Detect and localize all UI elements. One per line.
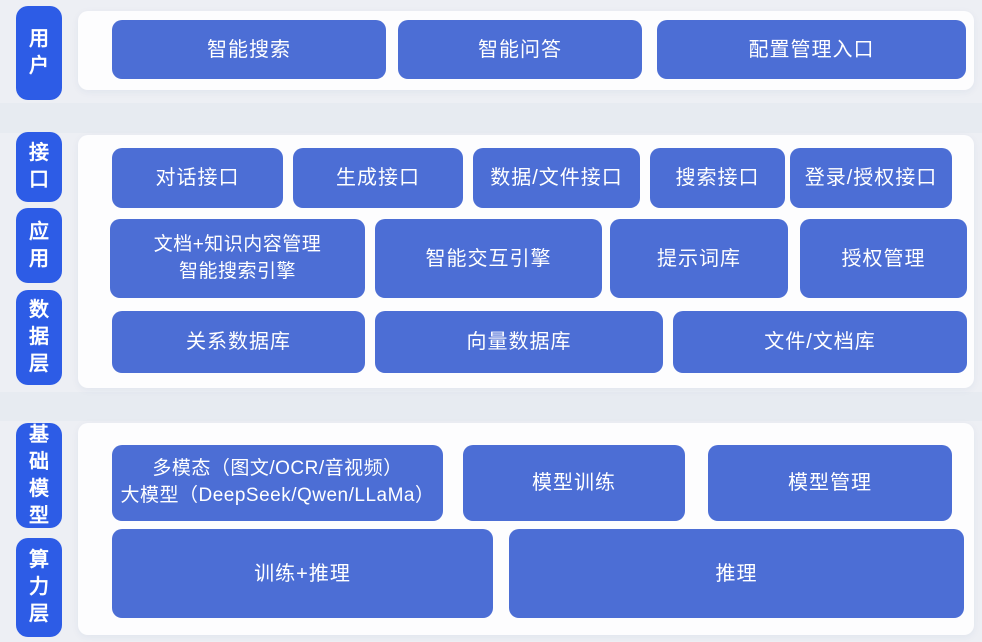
block-model-management: 模型管理 (708, 445, 952, 521)
block-file-doc-store: 文件/文档库 (673, 311, 967, 373)
block-generation-api: 生成接口 (293, 148, 463, 208)
layer-pill-foundation-model-label: 基础模型 (29, 423, 49, 527)
block-vector-db: 向量数据库 (375, 311, 663, 373)
block-intelligent-search: 智能搜索 (112, 20, 386, 79)
section-gap-stripe (0, 103, 982, 133)
block-multimodal-line2: 大模型（DeepSeek/Qwen/LLaMa） (120, 485, 435, 506)
layer-pill-interface: 接口 (16, 132, 62, 202)
block-multimodal-line1: 多模态（图文/OCR/音视频） (152, 458, 403, 480)
layer-pill-application: 应用 (16, 208, 62, 283)
layer-pill-interface-label: 接口 (29, 142, 49, 191)
block-intelligent-qa: 智能问答 (398, 20, 642, 79)
block-data-file-api: 数据/文件接口 (473, 148, 640, 208)
block-doc-knowledge-line1: 文档+知识内容管理 (153, 233, 322, 255)
layer-pill-compute-layer: 算力层 (16, 538, 62, 637)
block-doc-knowledge-line2: 智能搜索引擎 (178, 260, 296, 282)
block-interaction-engine: 智能交互引擎 (375, 219, 602, 298)
layer-pill-foundation-model: 基础模型 (16, 423, 62, 528)
panel-user-layer: 智能搜索 智能问答 配置管理入口 (78, 11, 974, 90)
block-prompt-library: 提示词库 (610, 219, 788, 298)
layer-pill-application-label: 应用 (29, 220, 49, 270)
block-config-management-entry: 配置管理入口 (657, 20, 966, 79)
block-search-api: 搜索接口 (650, 148, 785, 208)
section-gap-stripe (0, 392, 982, 421)
panel-interface-application-data: 对话接口 生成接口 数据/文件接口 搜索接口 登录/授权接口 文档+知识内容管理… (78, 135, 974, 388)
block-doc-knowledge-management: 文档+知识内容管理 智能搜索引擎 (110, 219, 365, 298)
block-inference: 推理 (509, 529, 964, 618)
layer-pill-compute-layer-label: 算力层 (29, 549, 49, 625)
block-training-plus-inference: 训练+推理 (112, 529, 493, 618)
panel-foundation-compute: 多模态（图文/OCR/音视频） 大模型（DeepSeek/Qwen/LLaMa）… (78, 423, 974, 635)
block-relational-db: 关系数据库 (112, 311, 365, 373)
layer-pill-data-layer: 数据层 (16, 290, 62, 385)
block-login-auth-api: 登录/授权接口 (790, 148, 952, 208)
layer-pill-data-layer-label: 数据层 (29, 299, 49, 375)
block-multimodal-llm: 多模态（图文/OCR/音视频） 大模型（DeepSeek/Qwen/LLaMa） (112, 445, 443, 521)
layer-pill-user: 用户 (16, 6, 62, 100)
layer-pill-user-label: 用户 (29, 28, 49, 77)
block-auth-management: 授权管理 (800, 219, 967, 298)
block-dialog-api: 对话接口 (112, 148, 283, 208)
block-model-training: 模型训练 (463, 445, 685, 521)
